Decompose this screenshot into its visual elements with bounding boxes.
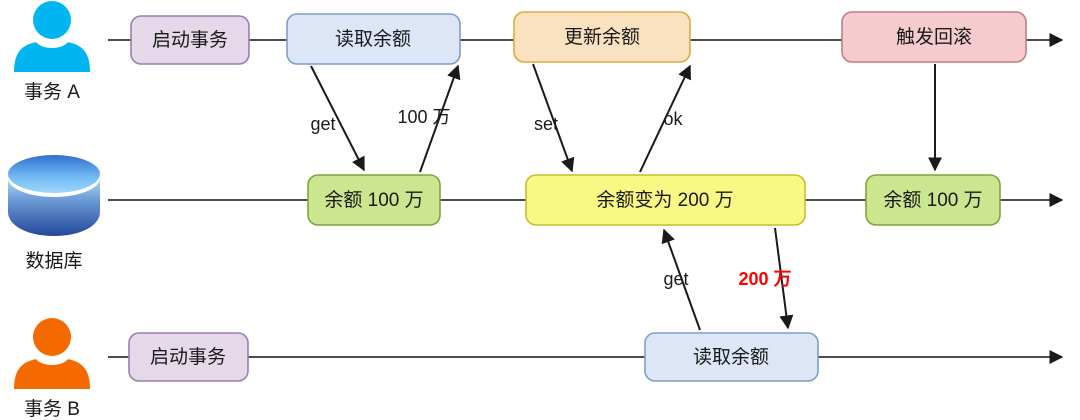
lane-label-transaction-b: 事务 B (24, 398, 80, 420)
lane-label-transaction-a: 事务 A (24, 81, 80, 103)
node-db-100a[interactable]: 余额 100 万 (307, 174, 441, 226)
node-a-update[interactable]: 更新余额 (513, 11, 691, 63)
edge-label-200wan: 200 万 (738, 269, 791, 289)
node-a-rollback[interactable]: 触发回滚 (841, 11, 1027, 63)
edge-get-b-arrow (661, 228, 701, 331)
node-a-read-label: 读取余额 (335, 28, 411, 50)
node-b-read[interactable]: 读取余额 (644, 332, 819, 382)
edge-label-set: set (534, 114, 558, 134)
edge-get-a-arrow (310, 65, 365, 172)
person-icon-transaction-b (14, 318, 90, 389)
node-b-begin-label: 启动事务 (150, 346, 226, 368)
node-db-200[interactable]: 余额变为 200 万 (525, 174, 806, 226)
edge-200wan-arrow (774, 227, 794, 330)
node-db-100b-label: 余额 100 万 (883, 189, 982, 211)
node-a-update-label: 更新余额 (564, 26, 640, 48)
person-icon-transaction-a (14, 1, 90, 72)
lane-label-database: 数据库 (25, 250, 82, 272)
edge-label-get-b: get (663, 269, 688, 289)
edge-label-100wan: 100 万 (397, 107, 450, 127)
node-a-begin-label: 启动事务 (152, 29, 228, 51)
node-b-begin[interactable]: 启动事务 (128, 332, 249, 382)
edge-ok-arrow (639, 64, 691, 173)
node-a-begin[interactable]: 启动事务 (130, 15, 250, 65)
edge-label-get-a: get (310, 114, 335, 134)
node-a-read[interactable]: 读取余额 (286, 13, 461, 65)
node-db-100b[interactable]: 余额 100 万 (865, 174, 1001, 226)
edge-100wan-arrow (419, 64, 461, 173)
node-db-100a-label: 余额 100 万 (324, 189, 423, 211)
node-db-200-label: 余额变为 200 万 (596, 189, 733, 211)
database-icon (8, 155, 100, 236)
node-b-read-label: 读取余额 (693, 346, 769, 368)
edge-set-arrow (532, 63, 575, 173)
edge-label-ok: ok (663, 109, 683, 129)
node-a-rollback-label: 触发回滚 (896, 26, 972, 48)
